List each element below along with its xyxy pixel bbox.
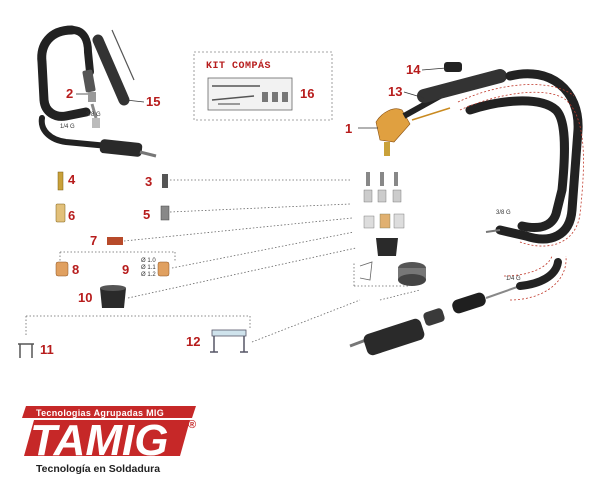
part-number-15: 15	[146, 94, 160, 109]
diameter-3: Ø 1.2	[141, 272, 156, 278]
part-number-9: 9	[122, 262, 129, 277]
part-number-2: 2	[66, 86, 73, 101]
torch-body-bottom	[349, 285, 521, 356]
logo-tagline: Tecnología en Soldadura	[36, 463, 160, 475]
diameter-2: Ø 1.1	[141, 265, 156, 271]
part-number-16: 16	[300, 86, 314, 101]
cable-lower-right	[503, 255, 567, 301]
thread-label-right-low: 1/4 G	[506, 276, 521, 282]
contact-tips-left	[55, 171, 170, 223]
logo-registered: ®	[188, 419, 196, 431]
thread-label-right-mid: 3/8 G	[496, 210, 511, 216]
part-number-13: 13	[388, 84, 402, 99]
thread-label-topleft: 3/8 G	[86, 112, 101, 118]
part-7-shape	[107, 237, 123, 245]
torch-head-right	[375, 62, 507, 143]
part-number-1: 1	[345, 121, 352, 136]
diameter-1: Ø 1.0	[141, 258, 156, 264]
part-number-10: 10	[78, 290, 92, 305]
logo-band-text: Tecnologias Agrupadas MIG	[36, 408, 164, 418]
cable-assembly-topleft	[37, 25, 157, 158]
center-exploded-parts	[359, 142, 426, 286]
part-number-5: 5	[143, 207, 150, 222]
part-number-6: 6	[68, 208, 75, 223]
part-number-12: 12	[186, 334, 200, 349]
logo-brand: TAMIG	[30, 416, 169, 465]
part-10-shape	[100, 288, 126, 308]
part-number-4: 4	[68, 172, 76, 187]
leader-lines	[123, 179, 361, 343]
part-number-8: 8	[72, 262, 79, 277]
part-number-3: 3	[145, 174, 152, 189]
thread-label-small-left: 1/4 G	[60, 124, 75, 130]
kit-title: KIT COMPÁS	[206, 58, 271, 72]
kit-compas-box	[193, 51, 333, 121]
tamig-logo	[22, 406, 196, 456]
part-number-11: 11	[40, 342, 54, 357]
part-8-shape	[55, 261, 69, 277]
part-12-shape	[210, 329, 248, 353]
part-number-14: 14	[406, 62, 421, 77]
part-number-7: 7	[90, 233, 97, 248]
part-9-shape	[157, 261, 170, 277]
part-11-shape	[18, 343, 34, 358]
cable-loop-right	[457, 69, 584, 247]
